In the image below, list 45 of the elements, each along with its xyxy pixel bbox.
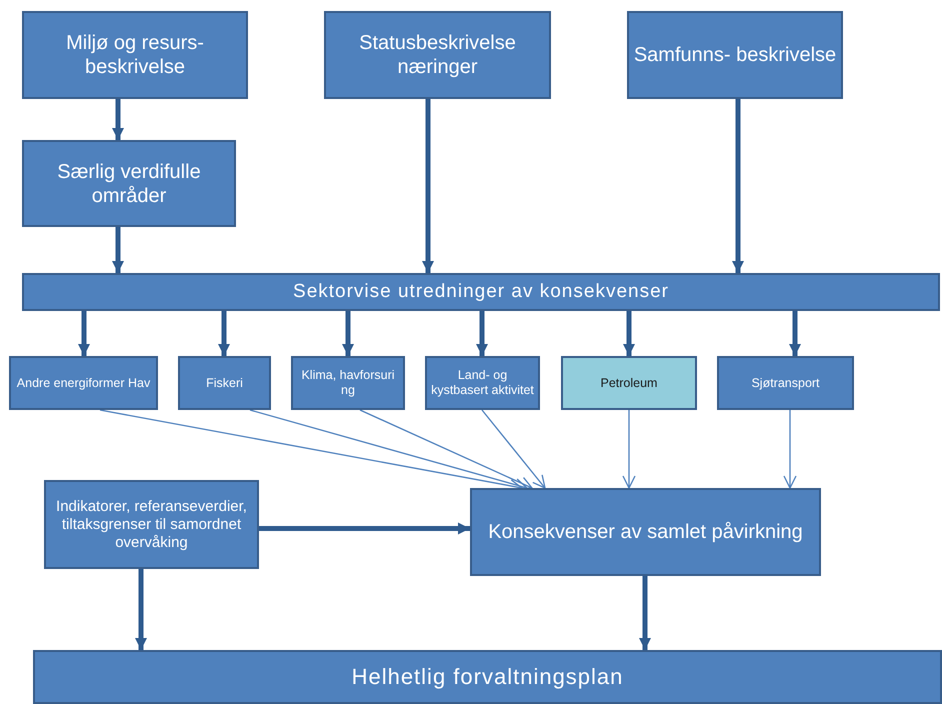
arrow (112, 227, 124, 273)
box-label: Særlig verdifulle områder (56, 160, 202, 208)
box-label: Klima, havforsuri ng (300, 368, 396, 398)
arrow (342, 311, 354, 356)
arrow (476, 311, 488, 356)
box-label: Land- og kystbasert aktivitet (431, 368, 534, 398)
process-box (627, 11, 843, 99)
process-box (44, 480, 259, 569)
arrow (482, 410, 546, 489)
box-label: Indikatorer, referanseverdier, tiltaksgrenser til samordnet overvåking (55, 498, 248, 552)
process-box (470, 488, 821, 576)
process-box (22, 11, 248, 99)
arrow (622, 410, 636, 489)
arrow (135, 569, 147, 650)
box-label: Fiskeri (206, 376, 243, 390)
arrow (732, 99, 744, 273)
process-box (561, 356, 697, 410)
arrow (639, 576, 651, 650)
process-bar (33, 650, 942, 704)
arrow (78, 311, 90, 356)
box-label: Helhetlig forvaltningsplan (352, 664, 624, 690)
box-label: Andre energiformer Hav (16, 376, 150, 390)
box-label: Petroleum (600, 376, 658, 390)
process-box (291, 356, 405, 410)
box-label: Miljø og resurs- beskrivelse (65, 31, 205, 79)
process-box (178, 356, 271, 410)
process-bar (22, 273, 940, 311)
arrow (422, 99, 434, 273)
arrow (259, 522, 470, 534)
process-box (425, 356, 540, 410)
box-label: Sjøtransport (751, 376, 820, 390)
arrow (789, 311, 801, 356)
process-box (324, 11, 551, 99)
arrow (218, 311, 230, 356)
box-label: Konsekvenser av samlet påvirkning (488, 520, 803, 544)
box-label: Statusbeskrivelse næringer (358, 31, 517, 79)
arrow (783, 410, 797, 489)
process-box (717, 356, 854, 410)
box-label: Sektorvise utredninger av konsekvenser (293, 280, 669, 304)
box-label: Samfunns- beskrivelse (634, 43, 836, 67)
process-box (22, 140, 236, 227)
arrow (112, 99, 124, 140)
process-box (9, 356, 158, 410)
arrow (623, 311, 635, 356)
arrow (360, 409, 533, 490)
